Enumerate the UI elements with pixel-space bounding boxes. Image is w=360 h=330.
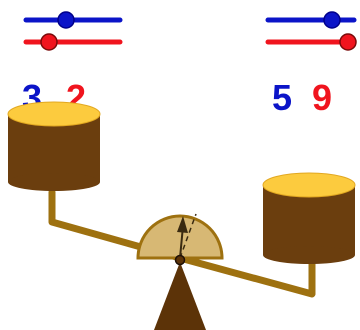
left-red-slider[interactable] — [23, 33, 123, 51]
dial-reference-line — [179, 213, 197, 259]
fulcrum-stand — [154, 262, 206, 330]
left-red-slider-handle[interactable] — [40, 33, 58, 51]
fulcrum-pivot — [174, 254, 186, 266]
right-red-value: 9 — [312, 77, 332, 118]
right-blue-slider[interactable] — [265, 11, 357, 29]
tilt-dial — [136, 213, 224, 260]
left-blue-slider-handle[interactable] — [57, 11, 75, 29]
right-blue-slider-handle[interactable] — [323, 11, 341, 29]
right-blue-value: 5 — [272, 77, 292, 118]
dial-pointer-arrowhead — [177, 216, 188, 233]
right-red-slider[interactable] — [265, 33, 357, 51]
right-pan-cake — [262, 172, 356, 264]
left-pan-cake — [7, 101, 101, 191]
right-red-slider-handle[interactable] — [339, 33, 357, 51]
left-blue-slider[interactable] — [23, 11, 123, 29]
